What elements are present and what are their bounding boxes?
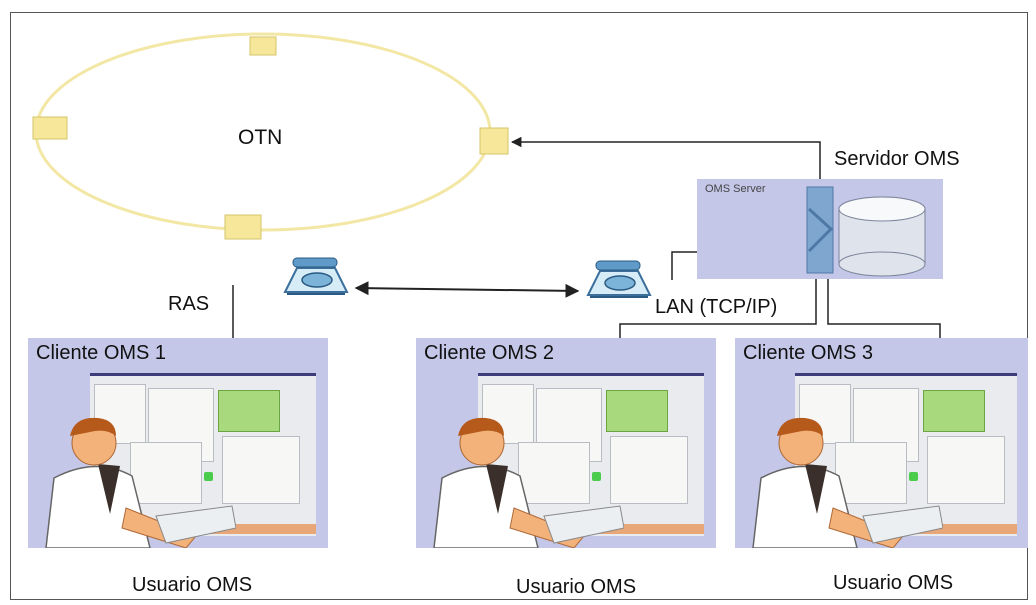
lan-label: LAN (TCP/IP)	[655, 296, 778, 318]
user-figure-icon	[433, 417, 624, 548]
client-panel-3: Cliente OMS 3	[735, 338, 1028, 548]
window	[222, 436, 300, 504]
server-hardware-icon	[806, 186, 926, 277]
client-1-user-label: Usuario OMS	[132, 574, 253, 596]
server-label: Servidor OMS	[834, 148, 960, 170]
client-panel-1: Cliente OMS 1	[28, 338, 328, 548]
status-indicator	[592, 472, 601, 481]
ras-link	[354, 281, 580, 298]
otn-node-left	[32, 116, 68, 140]
window	[835, 442, 907, 504]
client-3-title: Cliente OMS 3	[743, 342, 874, 364]
window	[218, 390, 280, 432]
client-panel-2: Cliente OMS 2	[416, 338, 716, 548]
user-figure-icon	[752, 417, 943, 548]
status-indicator	[909, 472, 918, 481]
window	[130, 442, 202, 504]
diagram-frame	[10, 12, 1028, 600]
window	[927, 436, 1005, 504]
otn-node-right	[479, 127, 509, 155]
server-otn-link	[510, 136, 821, 196]
ras-label: RAS	[168, 293, 210, 315]
user-figure-icon	[45, 417, 236, 548]
otn-label: OTN	[238, 126, 283, 149]
client-2-title: Cliente OMS 2	[424, 342, 555, 364]
server-box-caption: OMS Server	[705, 183, 766, 195]
window	[606, 390, 668, 432]
window	[923, 390, 985, 432]
client-1-title: Cliente OMS 1	[36, 342, 167, 364]
client-2-screen	[478, 373, 704, 536]
otn-node-top	[249, 36, 277, 56]
client-3-user-label: Usuario OMS	[833, 572, 954, 594]
window	[518, 442, 590, 504]
modem-1-icon	[283, 257, 349, 295]
window	[610, 436, 688, 504]
status-indicator	[204, 472, 213, 481]
otn-node-bottom	[224, 214, 262, 240]
client-2-user-label: Usuario OMS	[516, 576, 637, 598]
modem-2-icon	[586, 260, 652, 298]
oms-server-box: OMS Server	[697, 179, 943, 279]
